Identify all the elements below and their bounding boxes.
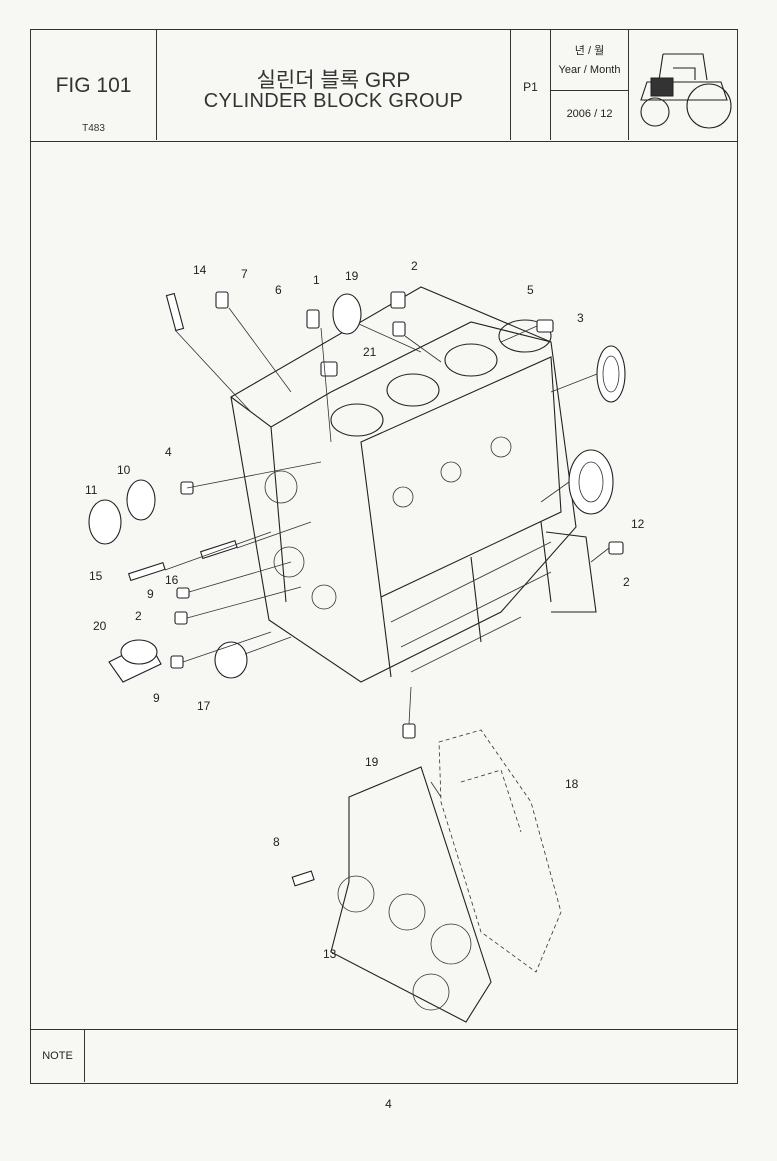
tractor-icon-cell	[629, 30, 737, 140]
callout-6: 6	[275, 283, 282, 297]
date-divider	[551, 90, 628, 91]
date-value: 2006 / 12	[566, 108, 613, 120]
parts-sheet-frame: FIG 101 T483 실린더 블록 GRP CYLINDER BLOCK G…	[30, 29, 738, 1084]
date-label-korean: 년 / 월	[574, 45, 605, 57]
callout-7: 7	[241, 267, 248, 281]
title-korean: 실린더 블록 GRP	[256, 69, 411, 92]
callout-5: 5	[527, 283, 534, 297]
callout-2-right: 2	[623, 575, 630, 589]
tractor-icon	[640, 53, 732, 129]
callout-1: 1	[313, 273, 320, 287]
callout-13: 13	[323, 947, 337, 961]
note-row: NOTE	[31, 1029, 737, 1083]
callout-9-lower: 9	[153, 691, 160, 705]
title-english: CYLINDER BLOCK GROUP	[203, 90, 464, 112]
callout-2-top: 2	[411, 259, 418, 273]
date-label-english: Year / Month	[558, 64, 621, 76]
exploded-view-drawing: 14 7 6 1 19 2 5 3 21 4 10 11 12 15 16 9 …	[85, 259, 645, 1023]
gasket-18	[438, 729, 562, 973]
leader-lines	[164, 307, 610, 798]
callout-9-upper: 9	[147, 587, 154, 601]
page-cell: P1	[511, 30, 551, 140]
callout-11: 11	[85, 483, 98, 497]
model-code: T483	[82, 123, 105, 134]
callout-10: 10	[117, 463, 131, 477]
callout-19-bottom: 19	[365, 755, 379, 769]
cylinder-block	[230, 286, 597, 683]
figure-number: FIG 101	[55, 74, 132, 97]
callout-labels: 14 7 6 1 19 2 5 3 21 4 10 11 12 15 16 9 …	[85, 259, 645, 961]
callout-8: 8	[273, 835, 280, 849]
callout-19-top: 19	[345, 269, 359, 283]
sheet-header: FIG 101 T483 실린더 블록 GRP CYLINDER BLOCK G…	[31, 30, 737, 142]
rear-plate-13	[330, 766, 492, 1023]
page-code: P1	[523, 80, 538, 94]
callout-12: 12	[631, 517, 645, 531]
callout-16: 16	[165, 573, 179, 587]
callout-18: 18	[565, 777, 579, 791]
callout-20: 20	[93, 619, 107, 633]
callout-14: 14	[193, 263, 207, 277]
callout-21: 21	[363, 345, 377, 359]
callout-17: 17	[197, 699, 211, 713]
callout-4: 4	[165, 445, 172, 459]
callout-2-left: 2	[135, 609, 142, 623]
note-label: NOTE	[31, 1030, 85, 1082]
title-cell: 실린더 블록 GRP CYLINDER BLOCK GROUP	[157, 30, 511, 140]
callout-15: 15	[89, 569, 103, 583]
exploded-parts	[88, 291, 626, 887]
callout-3: 3	[577, 311, 584, 325]
date-cell: 년 / 월 Year / Month 2006 / 12	[551, 30, 629, 140]
page-number: 4	[385, 1097, 392, 1111]
figure-number-cell: FIG 101 T483	[31, 30, 157, 140]
